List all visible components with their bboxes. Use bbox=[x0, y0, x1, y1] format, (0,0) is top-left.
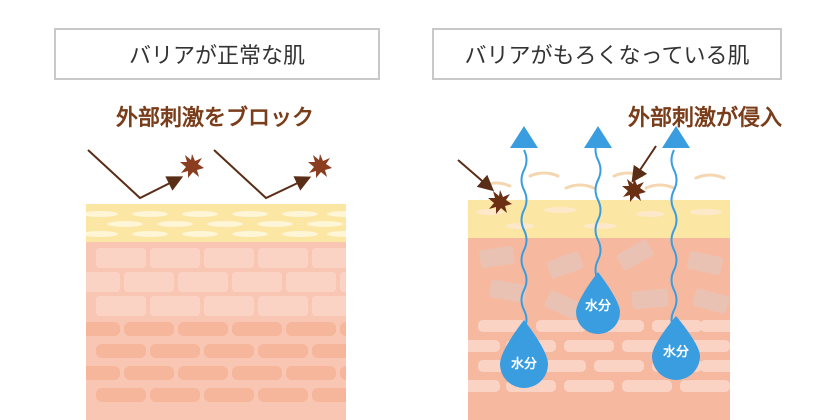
damaged-skin-title: バリアがもろくなっている肌 bbox=[432, 28, 782, 80]
arrow-icon bbox=[631, 145, 657, 183]
water-label: 水分 bbox=[585, 298, 611, 314]
deflect-arrow-2 bbox=[213, 149, 312, 200]
flaking-surface bbox=[480, 171, 726, 190]
invade-stimulus-callout: 外部刺激が侵入 bbox=[628, 106, 783, 131]
scattered-barrier-cells bbox=[476, 207, 722, 229]
arrow-icon bbox=[457, 159, 495, 192]
starburst-icon bbox=[308, 154, 332, 178]
block-stimulus-callout: 外部刺激をブロック bbox=[116, 106, 315, 131]
water-drop-icon bbox=[652, 316, 700, 380]
normal-skin-title: バリアが正常な肌 bbox=[54, 28, 380, 80]
deflect-arrow-1 bbox=[87, 149, 184, 200]
water-drop-2: 水分 bbox=[576, 272, 620, 334]
water-drop-1: 水分 bbox=[500, 320, 548, 388]
normal-skin-cross-section bbox=[86, 204, 346, 420]
arrow-icon bbox=[584, 126, 612, 148]
water-label: 水分 bbox=[511, 356, 537, 372]
damaged-skin-title-text: バリアがもろくなっている肌 bbox=[464, 44, 750, 69]
starburst-icon bbox=[180, 154, 204, 178]
barrier-cells bbox=[86, 211, 346, 237]
water-arrow-heads bbox=[510, 126, 690, 148]
skin-cells bbox=[86, 248, 346, 316]
water-escape-lines bbox=[520, 139, 678, 351]
water-label: 水分 bbox=[663, 344, 689, 360]
deeper-cells bbox=[86, 322, 346, 402]
water-drop-icon bbox=[576, 272, 620, 334]
normal-skin-title-text: バリアが正常な肌 bbox=[128, 44, 305, 69]
water-drop-icon bbox=[500, 320, 548, 388]
starburst-icon bbox=[622, 178, 646, 202]
arrow-icon bbox=[510, 126, 538, 148]
water-drop-3: 水分 bbox=[652, 316, 700, 380]
broken-cells bbox=[479, 239, 730, 320]
arrow-icon bbox=[662, 126, 690, 148]
